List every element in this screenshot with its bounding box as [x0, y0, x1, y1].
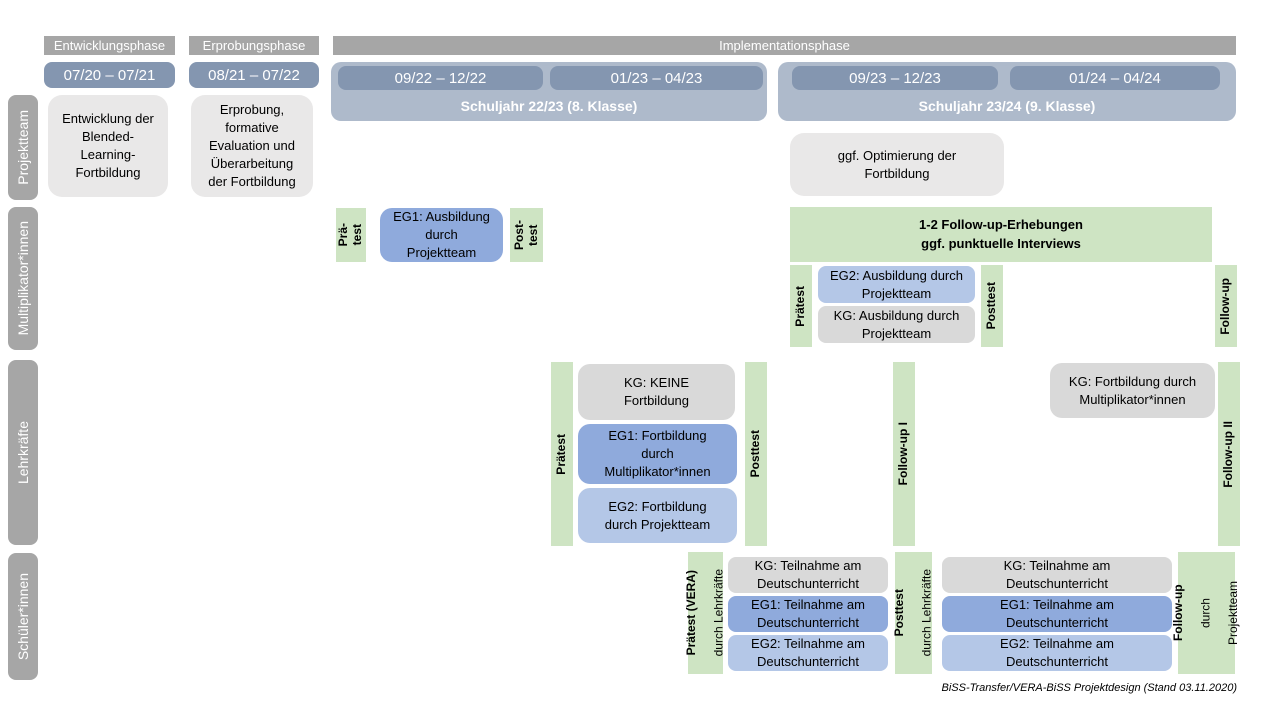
test-bar-praetest-lehrkraefte-text: Prätest	[554, 433, 569, 475]
date-range-0922-1222: 09/22 – 12/22	[338, 66, 543, 90]
row-label-projektteam: Projektteam	[8, 95, 38, 200]
task-box-eg2-ausbildung: EG2: Ausbildung durch Projektteam	[818, 266, 975, 303]
test-bar-posttest2-multiplikatoren-text: Posttest	[984, 282, 999, 330]
test-bar-praetest2-multiplikatoren-text: Prätest	[793, 285, 808, 327]
test-bar-praetest-lehrkraefte: Prätest	[551, 362, 573, 546]
task-box-eg1-teilnahme-2: EG1: Teilnahme am Deutschunterricht	[942, 596, 1172, 632]
task-box-optimierung-fortbildung: ggf. Optimierung der Fortbildung	[790, 133, 1004, 196]
test-bar-followup-multiplikatoren-text: Follow-up	[1218, 277, 1233, 335]
task-box-kg-teilnahme-1: KG: Teilnahme am Deutschunterricht	[728, 557, 888, 593]
task-box-entwicklung-fortbildung: Entwicklung der Blended- Learning- Fortb…	[48, 95, 168, 197]
row-label-multiplikatorinnen-text: Multiplikator*innen	[14, 221, 31, 336]
followup-title: Follow-up	[1171, 584, 1186, 642]
test-bar-followup1-lehrkraefte: Follow-up I	[893, 362, 915, 546]
task-box-eg1-ausbildung: EG1: Ausbildung durch Projektteam	[380, 208, 503, 262]
phase-header-erprobungsphase: Erprobungsphase	[189, 36, 319, 55]
test-bar-posttest-multiplikatoren: Post- test	[510, 208, 543, 262]
test-bar-praetest-vera-schueler: Prätest (VERA) durch Lehrkräfte	[683, 552, 726, 674]
test-bar-posttest-multiplikatoren-text: Post- test	[511, 220, 540, 250]
praetest-vera-title: Prätest (VERA)	[683, 570, 698, 656]
task-box-erprobung-evaluation: Erprobung, formative Evaluation und Über…	[191, 95, 313, 197]
test-bar-posttest-lehrkraefte: Posttest	[745, 362, 767, 546]
task-box-eg2-fortbildung: EG2: Fortbildung durch Projektteam	[578, 488, 737, 543]
task-box-eg1-fortbildung: EG1: Fortbildung durch Multiplikator*inn…	[578, 424, 737, 484]
row-label-projektteam-text: Projektteam	[14, 110, 31, 185]
diagram-caption: BiSS-Transfer/VERA-BiSS Projektdesign (S…	[941, 682, 1237, 694]
test-bar-followup2-lehrkraefte: Follow-up II	[1218, 362, 1240, 546]
test-bar-praetest-multiplikatoren: Prä- test	[336, 208, 366, 262]
test-bar-posttest2-multiplikatoren: Posttest	[981, 265, 1003, 347]
test-bar-posttest-schueler-text: Posttest durch Lehrkräfte	[879, 569, 948, 656]
task-box-kg-teilnahme-2: KG: Teilnahme am Deutschunterricht	[942, 557, 1172, 593]
row-label-schuelerinnen-text: Schüler*innen	[14, 572, 31, 661]
test-bar-followup-multiplikatoren: Follow-up	[1215, 265, 1237, 347]
test-bar-followup-schueler-text: Follow-up durch Projektteam	[1158, 581, 1255, 645]
task-box-eg2-teilnahme-2: EG2: Teilnahme am Deutschunterricht	[942, 635, 1172, 671]
row-label-schuelerinnen: Schüler*innen	[8, 553, 38, 680]
praetest-vera-sub: durch Lehrkräfte	[711, 569, 726, 657]
date-range-0123-0423: 01/23 – 04/23	[550, 66, 763, 90]
test-bar-followup2-lehrkraefte-text: Follow-up II	[1221, 420, 1236, 488]
date-range-0720-0721: 07/20 – 07/21	[44, 62, 175, 88]
task-box-kg-ausbildung: KG: Ausbildung durch Projektteam	[818, 306, 975, 343]
test-bar-followup1-lehrkraefte-text: Follow-up I	[896, 422, 911, 486]
task-box-eg1-teilnahme-1: EG1: Teilnahme am Deutschunterricht	[728, 596, 888, 632]
test-bar-posttest-lehrkraefte-text: Posttest	[748, 430, 763, 478]
phase-header-entwicklungsphase: Entwicklungsphase	[44, 36, 175, 55]
banner-followup-erhebungen: 1-2 Follow-up-Erhebungen ggf. punktuelle…	[790, 207, 1212, 262]
posttest-sub: durch Lehrkräfte	[919, 569, 934, 657]
date-range-0124-0424: 01/24 – 04/24	[1010, 66, 1220, 90]
test-bar-followup-schueler: Follow-up durch Projektteam	[1171, 552, 1240, 674]
test-bar-praetest2-multiplikatoren: Prätest	[790, 265, 812, 347]
row-label-lehrkraefte-text: Lehrkräfte	[14, 420, 31, 485]
task-box-kg-keine-fortbildung: KG: KEINE Fortbildung	[578, 364, 735, 420]
date-range-0923-1223: 09/23 – 12/23	[792, 66, 998, 90]
test-bar-posttest-schueler: Posttest durch Lehrkräfte	[892, 552, 933, 674]
test-bar-praetest-multiplikatoren-text: Prä- test	[336, 223, 364, 247]
date-range-0821-0722: 08/21 – 07/22	[189, 62, 319, 88]
row-label-multiplikatorinnen: Multiplikator*innen	[8, 207, 38, 350]
task-box-kg-fortbildung-multiplikatoren: KG: Fortbildung durch Multiplikator*inne…	[1050, 363, 1215, 418]
task-box-eg2-teilnahme-1: EG2: Teilnahme am Deutschunterricht	[728, 635, 888, 671]
posttest-title: Posttest	[891, 589, 906, 637]
row-label-lehrkraefte: Lehrkräfte	[8, 360, 38, 545]
followup-sub-durch: durch	[1198, 597, 1213, 629]
followup-sub-projektteam: Projektteam	[1226, 580, 1241, 646]
phase-header-implementationsphase: Implementationsphase	[333, 36, 1236, 55]
